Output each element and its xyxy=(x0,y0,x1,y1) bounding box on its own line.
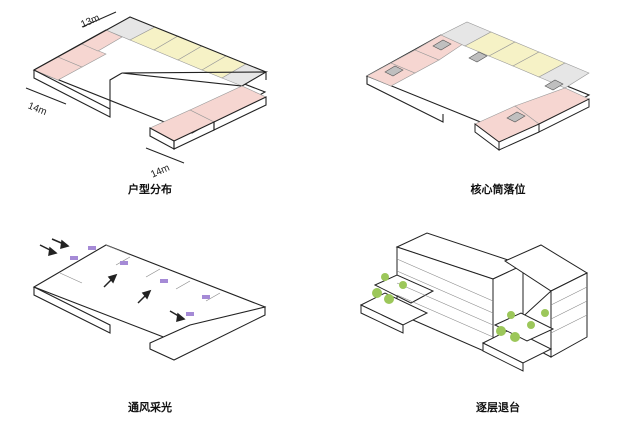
ventilation-diagram xyxy=(32,238,267,361)
core-building xyxy=(365,21,591,151)
caption-unit-distribution: 户型分布 xyxy=(128,184,172,196)
panel-terrace-setback xyxy=(355,215,641,400)
core-placement-diagram xyxy=(365,21,591,151)
caption-terrace-setback: 逐层退台 xyxy=(476,402,520,414)
ventilation-building xyxy=(32,244,267,361)
terrace-diagram xyxy=(359,232,589,372)
ventilation-openings xyxy=(70,246,210,316)
dimension-left-label: 14m xyxy=(26,101,48,118)
dimension-bottom-label: 14m xyxy=(149,163,171,181)
core-markers xyxy=(384,39,564,123)
top-wing xyxy=(32,16,267,134)
dimension-top-label: 13m xyxy=(79,13,101,31)
dimension-bottom: 14m xyxy=(145,147,185,181)
panel-ventilation-lighting xyxy=(10,215,310,400)
caption-ventilation-lighting: 通风采光 xyxy=(128,402,172,414)
panel-unit-distribution: .ln{stroke:#222;stroke-width:1.1;fill:no… xyxy=(10,0,310,200)
floor-lines xyxy=(396,258,588,338)
caption-core-placement: 核心筒落位 xyxy=(470,184,526,196)
terrace-trees xyxy=(372,273,549,342)
terrace-building xyxy=(359,232,589,372)
airflow-arrows xyxy=(39,238,186,323)
unit-distribution-diagram: .ln{stroke:#222;stroke-width:1.1;fill:no… xyxy=(25,11,269,181)
panel-core-placement xyxy=(355,0,641,200)
dimension-left: 14m xyxy=(25,87,67,118)
